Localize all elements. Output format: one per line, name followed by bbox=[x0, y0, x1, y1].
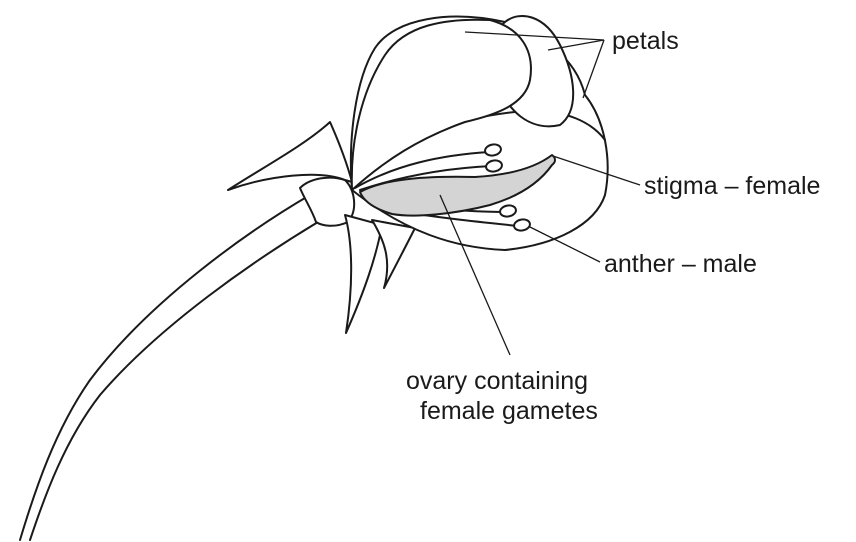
label-ovary-line1: ovary containing bbox=[406, 367, 588, 395]
label-anther: anther – male bbox=[604, 250, 757, 278]
label-ovary-line2: female gametes bbox=[420, 397, 598, 425]
label-petals: petals bbox=[612, 27, 679, 55]
stem bbox=[20, 195, 318, 540]
label-stigma: stigma – female bbox=[644, 172, 820, 200]
